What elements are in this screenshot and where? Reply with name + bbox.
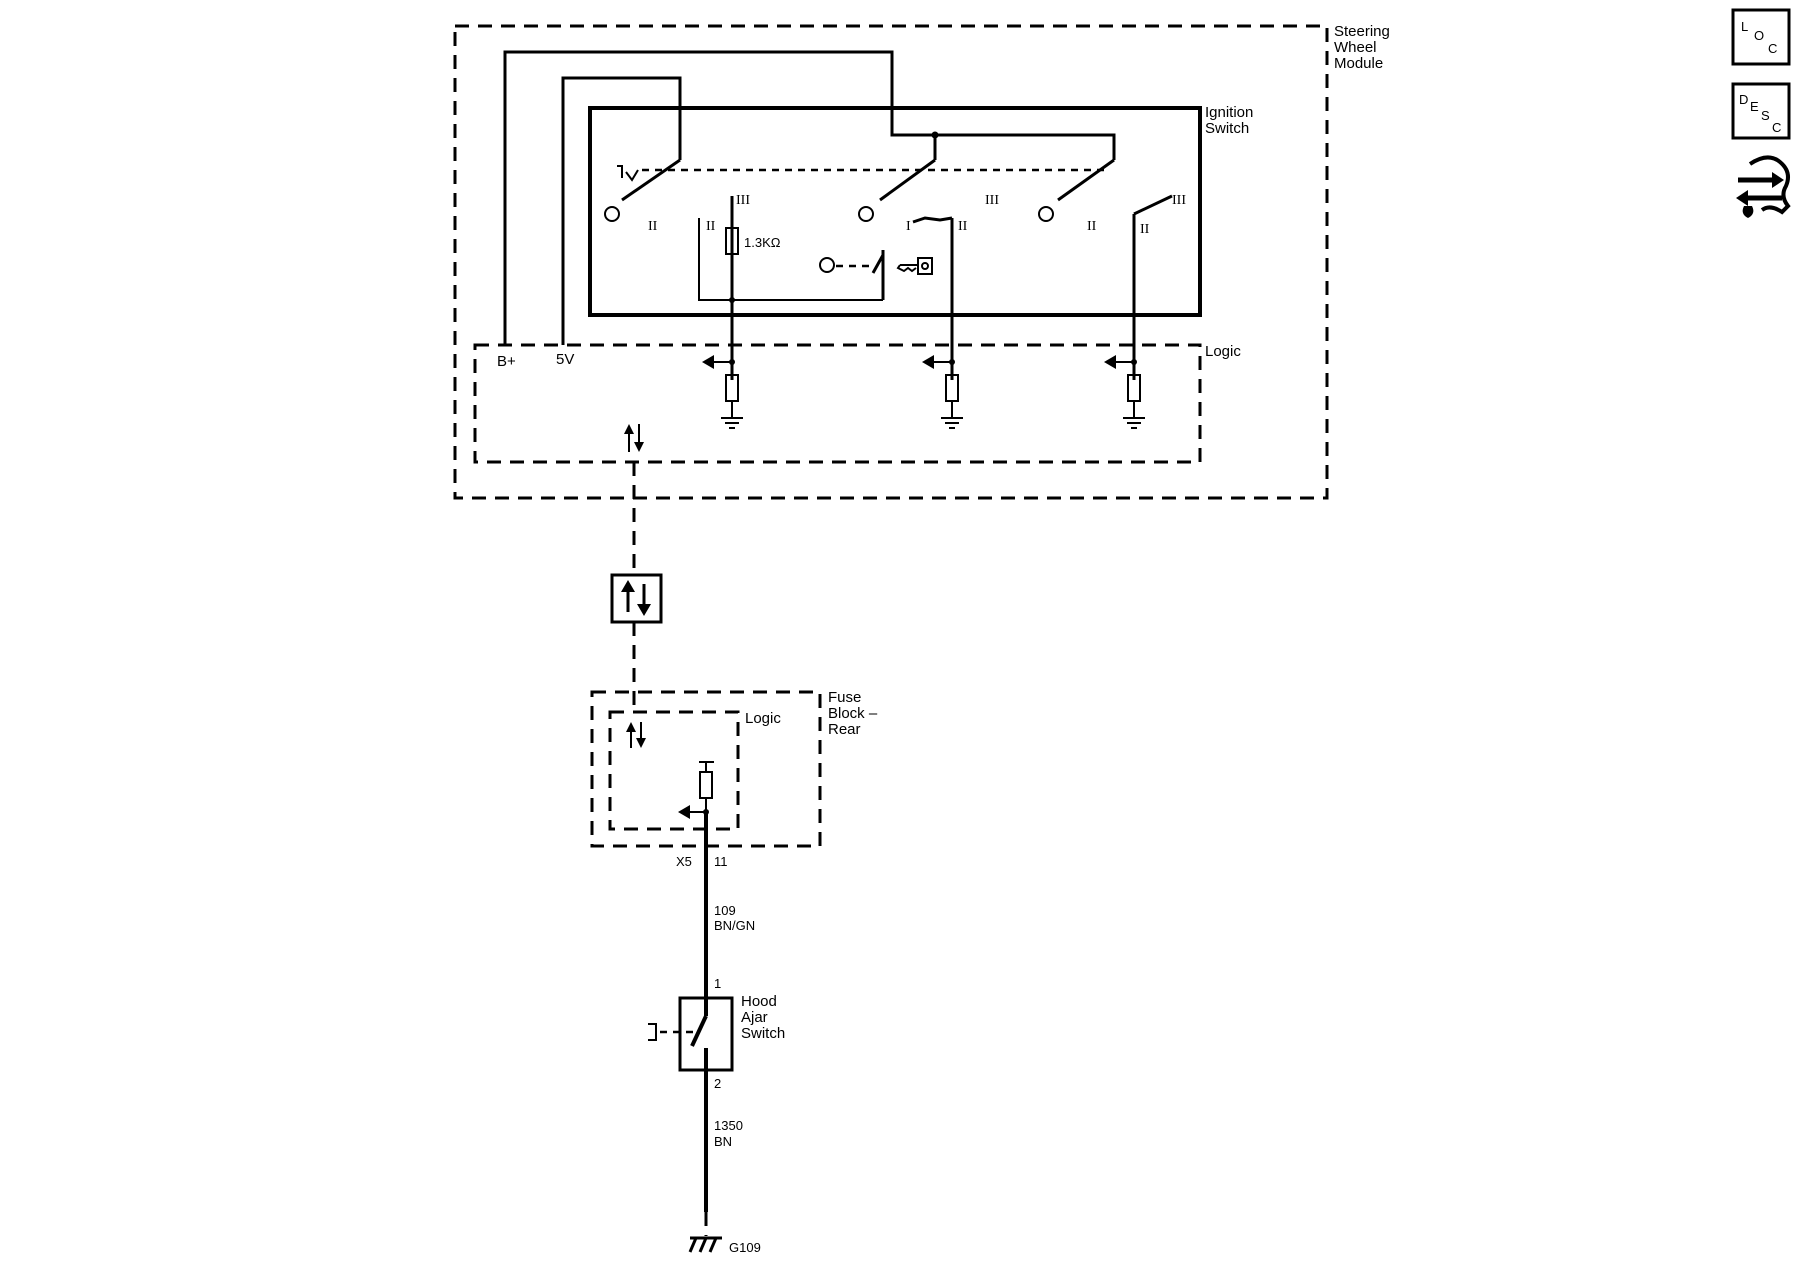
logic-input-3 [1104, 355, 1145, 429]
switch-2-position-3: III [985, 193, 999, 208]
5v-label: 5V [556, 351, 574, 368]
hood-switch-label-1: Hood [741, 993, 777, 1010]
wire-109-circuit: 109 [714, 903, 736, 918]
ignition-switch-box [588, 106, 1202, 317]
switch-2-junction [931, 131, 939, 139]
switch-4-position-3: III [1172, 193, 1186, 208]
resistor-1k3 [725, 227, 739, 255]
switch-1-terminal [604, 206, 620, 222]
switch-2-jumper [912, 216, 953, 224]
loc-letter-o: O [1754, 28, 1764, 43]
fuse-block-label-3: Rear [828, 721, 861, 738]
hood-switch-contact [690, 1015, 708, 1047]
pullup-resistor [678, 761, 714, 819]
5v-wire [561, 76, 682, 345]
loc-letter-l: L [1741, 19, 1748, 34]
hood-switch-label-2: Ajar [741, 1009, 768, 1026]
logic-input-2 [922, 355, 963, 429]
junction-dot [729, 297, 735, 303]
desc-letter-d: D [1739, 92, 1748, 107]
position-2-bus [698, 218, 883, 301]
wire-1350-circuit: 1350 [714, 1118, 743, 1133]
switch-2-position-2: II [958, 219, 968, 234]
steering-wheel-module-label-1: Steering [1334, 23, 1390, 40]
fuse-block-serial-icon [626, 722, 646, 748]
switch-1-position: II [648, 219, 658, 234]
module-logic-box [473, 343, 1202, 464]
desc-letter-s: S [1761, 108, 1770, 123]
description-icon[interactable]: D E S C [1731, 82, 1791, 140]
hood-switch-plunger [648, 1023, 657, 1041]
connector-name: X5 [676, 854, 692, 869]
connector-pin: 11 [714, 854, 728, 869]
resistor-value: 1.3KΩ [744, 235, 781, 250]
steering-wheel-module-label-2: Wheel [1334, 39, 1377, 56]
branch-position-2: II [706, 219, 716, 234]
desc-letter-e: E [1750, 99, 1759, 114]
ignition-switch-label-1: Ignition [1205, 104, 1253, 121]
hood-switch-pin-1: 1 [714, 976, 721, 991]
switch-2-contact [879, 158, 936, 202]
ground-label: G109 [729, 1240, 761, 1255]
switch-4-contact [1133, 194, 1173, 216]
key-switch-contact [871, 254, 885, 274]
b-plus-wire [503, 50, 1116, 345]
steering-wheel-module-label-3: Module [1334, 55, 1383, 72]
chassis-ground-icon [688, 1236, 722, 1253]
wrench-arrows-icon[interactable] [1736, 155, 1791, 218]
hood-switch-label-3: Switch [741, 1025, 785, 1042]
wire-109-color: BN/GN [714, 918, 755, 933]
steering-lock-icon [617, 165, 639, 182]
switch-2-position-1: I [906, 219, 911, 234]
resistor-position-3: III [736, 193, 750, 208]
desc-letter-c: C [1772, 120, 1781, 135]
switch-3-terminal [1038, 206, 1054, 222]
serial-data-icon [624, 424, 644, 452]
key-terminal [819, 257, 835, 273]
loc-letter-c: C [1768, 41, 1777, 56]
switch-3-contact [1057, 158, 1115, 202]
hood-switch-pin-2: 2 [714, 1076, 721, 1091]
fuse-block-logic-box [608, 710, 740, 831]
logic-input-1 [702, 355, 743, 429]
switch-1-contact [621, 158, 681, 202]
serial-data-module-box [610, 573, 663, 624]
wire-1350-color: BN [714, 1134, 732, 1149]
fuse-block-label-1: Fuse [828, 689, 861, 706]
location-icon[interactable]: L O C [1731, 8, 1791, 66]
switch-4-position-2: II [1140, 222, 1150, 237]
module-logic-label: Logic [1205, 343, 1241, 360]
steering-wheel-module-box [453, 24, 1329, 500]
serial-data-box-icon [621, 580, 651, 616]
key-icon [896, 257, 933, 275]
fuse-block-logic-label: Logic [745, 710, 781, 727]
switch-2-terminal [858, 206, 874, 222]
switch-3-position-2: II [1087, 219, 1097, 234]
b-plus-label: B+ [497, 353, 516, 370]
fuse-block-label-2: Block – [828, 705, 878, 722]
ignition-switch-label-2: Switch [1205, 120, 1249, 137]
